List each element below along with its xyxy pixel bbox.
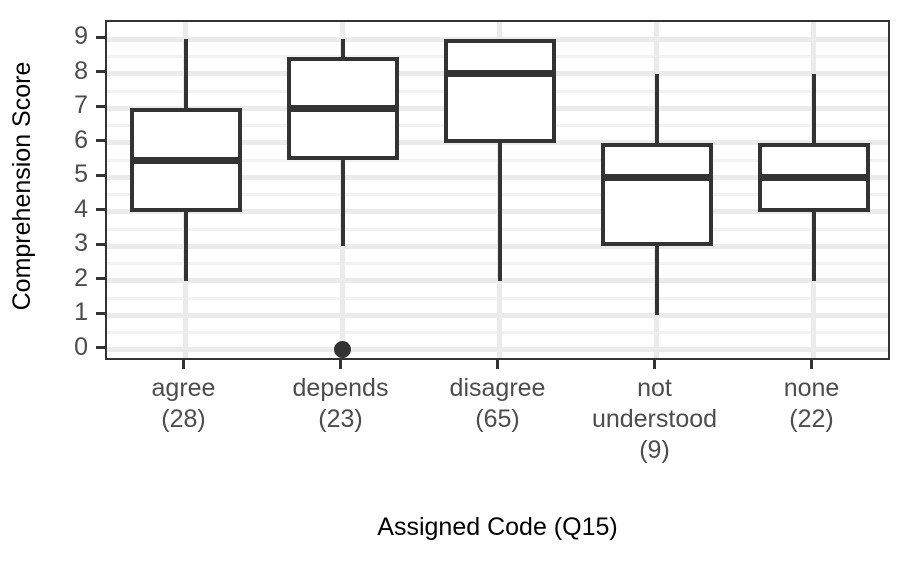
x-axis-tick-label-line: disagree	[449, 374, 546, 402]
box-iqr	[600, 142, 713, 247]
x-axis-tick-mark	[182, 360, 185, 369]
x-axis-tick-label-line: not	[637, 374, 672, 402]
y-axis-tick-label: 3	[74, 229, 88, 258]
y-axis-title-text: Comprehension Score	[8, 61, 36, 311]
y-axis-tick-mark	[96, 173, 105, 177]
x-axis-tick-label-agree: agree (28)	[105, 373, 262, 435]
x-axis-tick-label-depends: depends (23)	[262, 373, 419, 435]
x-axis-tick-mark	[810, 360, 813, 369]
y-axis-tick-label: 1	[74, 298, 88, 327]
median-line	[286, 104, 399, 112]
whisker-upper	[183, 39, 188, 109]
y-axis-tick-mark	[96, 242, 105, 246]
y-axis-tick-label: 2	[74, 263, 88, 292]
y-axis-tick-mark	[96, 277, 105, 281]
median-line	[443, 70, 556, 78]
y-axis-tick-label: 8	[74, 56, 88, 85]
whisker-upper	[654, 73, 659, 143]
median-line	[129, 156, 242, 164]
whisker-upper	[340, 39, 345, 57]
boxplot-depends[interactable]	[107, 22, 888, 358]
y-axis-tick-marks	[96, 0, 105, 570]
y-axis-tick-label: 6	[74, 125, 88, 154]
y-axis-tick-label: 9	[74, 22, 88, 51]
y-axis-tick-label: 5	[74, 160, 88, 189]
x-axis-tick-label-none: none (22)	[733, 373, 890, 435]
x-axis-tick-label-line: agree	[151, 374, 216, 402]
y-axis-tick-mark	[96, 208, 105, 212]
x-axis-tick-mark	[653, 360, 656, 369]
x-axis-tick-label-line: (9)	[639, 436, 670, 464]
y-axis-tick-label: 0	[74, 332, 88, 361]
outlier-point	[334, 341, 351, 358]
y-axis-tick-label: 7	[74, 91, 88, 120]
x-axis-tick-label-line: (22)	[789, 405, 834, 433]
x-axis-tick-label-line: depends	[292, 374, 389, 402]
x-axis-tick-marks	[105, 360, 890, 369]
whisker-lower	[811, 211, 816, 281]
box-iqr	[443, 39, 556, 143]
whisker-upper	[811, 73, 816, 143]
x-axis-tick-label-line: (65)	[475, 405, 520, 433]
x-axis-tick-label-line: (23)	[318, 405, 363, 433]
x-axis-tick-label-line: none	[783, 374, 840, 402]
x-axis-tick-mark	[339, 360, 342, 369]
boxplot-none[interactable]	[107, 22, 888, 358]
whisker-lower	[654, 246, 659, 316]
whisker-lower	[183, 211, 188, 281]
y-axis-tick-mark	[96, 35, 105, 39]
y-axis-tick-mark	[96, 346, 105, 350]
y-axis-tick-mark	[96, 311, 105, 315]
x-axis-tick-labels: agree (28) depends (23) disagree (65) not under…	[105, 373, 890, 493]
boxplot-not-understood[interactable]	[107, 22, 888, 358]
plot-panel	[105, 20, 890, 360]
y-axis-tick-mark	[96, 139, 105, 143]
x-axis-tick-label-not-understood: not understood (9)	[576, 373, 733, 466]
x-axis-tick-label-disagree: disagree (65)	[419, 373, 576, 435]
median-line	[757, 173, 870, 181]
y-axis-tick-label: 4	[74, 194, 88, 223]
whisker-lower	[497, 142, 502, 281]
x-axis-tick-label-line: understood	[591, 405, 718, 433]
whisker-lower	[340, 160, 345, 247]
x-axis-tick-label-line: (28)	[161, 405, 206, 433]
median-line	[600, 173, 713, 181]
x-axis-tick-mark	[496, 360, 499, 369]
boxplot-disagree[interactable]	[107, 22, 888, 358]
boxplot-agree[interactable]	[107, 22, 888, 358]
y-axis-tick-labels: 0 1 2 3 4 5 6 7 8 9	[44, 0, 88, 570]
x-axis-title: Assigned Code (Q15)	[377, 513, 618, 541]
y-axis-tick-mark	[96, 104, 105, 108]
y-axis-tick-mark	[96, 70, 105, 74]
